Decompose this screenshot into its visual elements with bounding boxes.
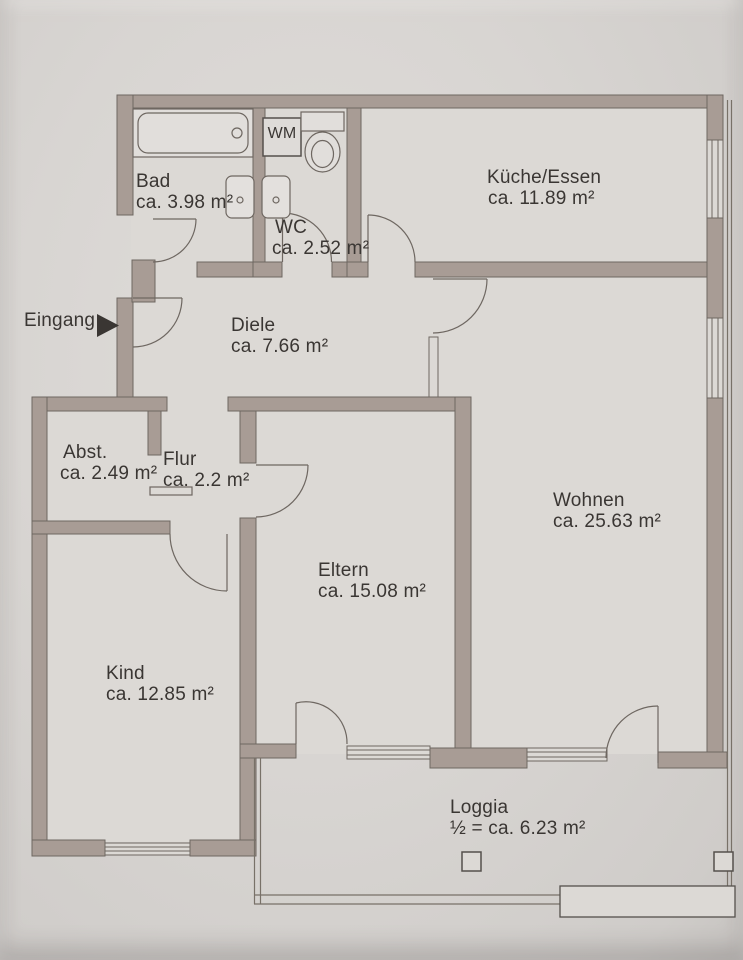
room-label-kueche: Küche/Essen [487,167,602,188]
room-label-wohnen: Wohnen [553,490,625,511]
loggia-planter [559,885,736,918]
room-area-wohnen: ca. 25.63 m² [553,511,662,532]
entrance-arrow-icon [97,314,119,337]
partition-stub [428,336,439,398]
walls [31,94,728,857]
room-label-bad: Bad [136,171,171,192]
room-area-diele: ca. 7.66 m² [231,336,329,357]
sink [225,175,255,219]
entrance-label: Eingang [24,310,96,331]
room-area-loggia: ½ = ca. 6.23 m² [450,818,586,839]
doors [132,212,659,763]
room-label-wc: WC [275,217,308,238]
room-label-eltern: Eltern [318,560,369,581]
washing-machine-label: WM [267,125,297,142]
windows [104,139,724,856]
toilet [300,111,345,173]
room-area-kind: ca. 12.85 m² [106,684,215,705]
room-area-eltern: ca. 15.08 m² [318,581,427,602]
room-area-flur: ca. 2.2 m² [163,470,250,491]
sink [261,175,291,219]
room-label-loggia: Loggia [450,797,509,818]
bathtub [132,108,254,158]
room-area-wc: ca. 2.52 m² [272,238,370,259]
room-area-abst: ca. 2.49 m² [60,463,158,484]
room-label-abst: Abst. [63,442,108,463]
room-label-kind: Kind [106,663,145,684]
room-label-diele: Diele [231,315,276,336]
washing-machine-box [262,117,302,157]
room-area-kueche: ca. 11.89 m² [488,188,595,209]
room-area-bad: ca. 3.98 m² [136,192,234,213]
room-label-flur: Flur [163,449,197,470]
floor-areas [45,106,709,842]
loggia-posts [461,851,734,872]
